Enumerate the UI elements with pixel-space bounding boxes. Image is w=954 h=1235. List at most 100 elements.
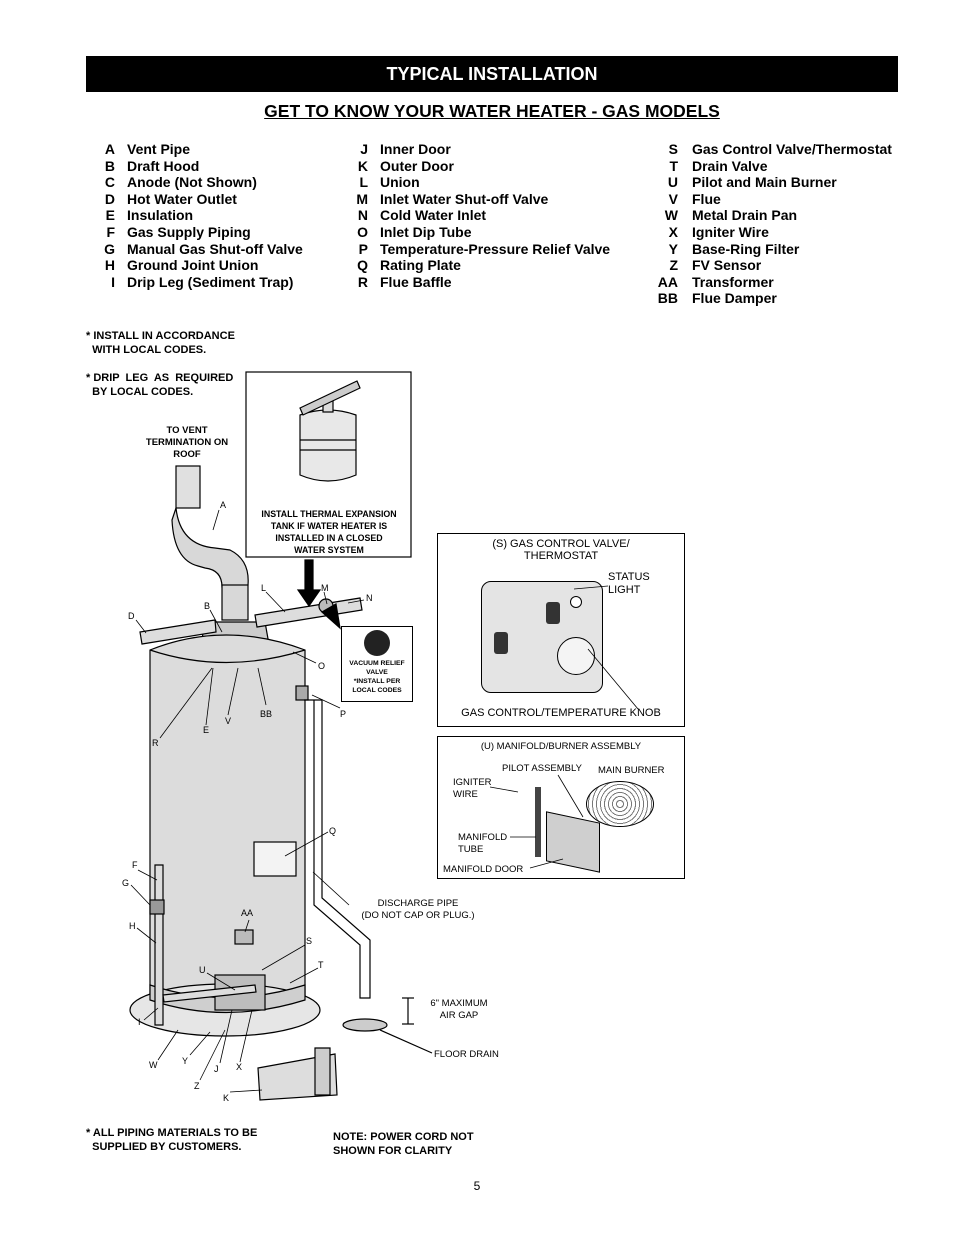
manifold-title: (U) MANIFOLD/BURNER ASSEMBLY (480, 741, 642, 752)
part-label-v: V (225, 716, 232, 726)
expansion-tank-label: INSTALL THERMAL EXPANSION TANK IF WATER … (261, 509, 397, 555)
legend-label: Ground Joint Union (127, 257, 259, 274)
part-label-d: D (128, 611, 135, 621)
manifold-door-label: MANIFOLD DOOR (443, 864, 524, 875)
igniter-wire-label: IGNITER WIRE (453, 777, 492, 800)
vacuum-relief-valve-icon (364, 630, 390, 656)
part-label-o: O (318, 661, 326, 671)
vacuum-relief-box: VACUUM RELIEF VALVE *INSTALL PER LOCAL C… (341, 626, 413, 702)
gas-control-leaders (573, 585, 639, 710)
tank-body (149, 634, 306, 1014)
legend-label: Base-Ring Filter (692, 240, 800, 257)
status-light-label: STATUS LIGHT (608, 571, 650, 596)
legend-label: Metal Drain Pan (692, 207, 798, 224)
legend-item: F Gas Supply Piping (95, 224, 303, 241)
part-label-b: B (204, 601, 211, 611)
part-label-w: W (149, 1060, 158, 1070)
legend-item: W Metal Drain Pan (650, 207, 892, 224)
legend-item: H Ground Joint Union (95, 257, 303, 274)
legend-key: P (358, 240, 368, 257)
manifold-leaders (489, 774, 584, 869)
legend-key: Z (669, 257, 678, 274)
part-label-p: P (340, 709, 347, 719)
part-label-h: H (129, 921, 136, 931)
part-label-y: Y (182, 1056, 189, 1066)
rating-plate (253, 841, 297, 877)
discharge-pipe-label: DISCHARGE PIPE (DO NOT CAP OR PLUG.) (361, 898, 475, 921)
legend-key: BB (657, 290, 678, 307)
legend-key: W (664, 207, 678, 224)
part-label-f: F (132, 860, 138, 870)
legend-key: Q (357, 257, 368, 274)
part-label-k: K (223, 1093, 230, 1103)
legend-key: M (356, 190, 368, 207)
gas-control-knob-label: GAS CONTROL/TEMPERATURE KNOB (461, 707, 661, 719)
legend-key: T (669, 157, 678, 174)
air-gap-label: 6" MAXIMUM AIR GAP (430, 998, 488, 1021)
legend-label: Drip Leg (Sediment Trap) (127, 273, 294, 290)
part-label-bb: BB (260, 709, 273, 719)
legend-item: K Outer Door (348, 158, 610, 175)
vent-termination-label: TO VENT TERMINATION ON ROOF (145, 425, 229, 460)
legend-key: J (360, 141, 368, 157)
legend-item: P Temperature-Pressure Relief Valve (348, 241, 610, 258)
legend-key: G (104, 240, 115, 257)
legend-key: D (104, 190, 115, 207)
page-subtitle: GET TO KNOW YOUR WATER HEATER - GAS MODE… (264, 101, 720, 121)
legend-label: Flue (692, 190, 721, 207)
part-label-z: Z (194, 1081, 200, 1091)
legend-label: Manual Gas Shut-off Valve (127, 240, 303, 257)
part-label-i: I (138, 1017, 141, 1027)
page-number: 5 (473, 1179, 481, 1193)
legend-item: X Igniter Wire (650, 224, 892, 241)
legend-key: K (357, 157, 368, 174)
legend-item: Y Base-Ring Filter (650, 241, 892, 258)
legend-label: Union (380, 174, 420, 191)
legend-key: I (111, 273, 115, 290)
part-label-u: U (199, 965, 206, 975)
legend-label: Inlet Dip Tube (380, 223, 472, 240)
part-label-a: A (220, 500, 227, 510)
legend-label: Transformer (692, 273, 774, 290)
part-label-j: J (214, 1064, 219, 1074)
legend-key: Y (668, 240, 678, 257)
floor-drain (342, 1018, 388, 1032)
legend-label: Cold Water Inlet (380, 207, 487, 224)
legend-key: O (357, 223, 368, 240)
legend-key: X (668, 223, 678, 240)
legend-label: Anode (Not Shown) (127, 174, 257, 191)
part-label-m: M (321, 583, 329, 593)
part-label-l: L (261, 583, 267, 593)
legend-label: Temperature-Pressure Relief Valve (380, 240, 611, 257)
pilot-assembly-label: PILOT ASSEMBLY (502, 763, 582, 774)
discharge-pipe (304, 699, 371, 999)
legend-key: C (104, 174, 115, 191)
legend-key: V (668, 190, 678, 207)
legend-label: Outer Door (380, 157, 454, 174)
gas-supply-piping (154, 864, 164, 1026)
part-label-x: X (236, 1062, 243, 1072)
legend-item: V Flue (650, 191, 892, 208)
legend-label: Pilot and Main Burner (692, 174, 837, 191)
legend-key: F (106, 223, 115, 240)
legend-key: H (104, 257, 115, 274)
part-label-n: N (366, 593, 373, 603)
legend-label: Gas Supply Piping (127, 223, 251, 240)
legend-item: G Manual Gas Shut-off Valve (95, 241, 303, 258)
note-power-cord: NOTE: POWER CORD NOT SHOWN FOR CLARITY (333, 1131, 474, 1157)
main-burner-icon (586, 781, 654, 827)
vent-pipe (175, 465, 201, 509)
floor-drain-label: FLOOR DRAIN (434, 1049, 499, 1060)
legend-label: Igniter Wire (692, 223, 769, 240)
part-label-t: T (318, 960, 324, 970)
